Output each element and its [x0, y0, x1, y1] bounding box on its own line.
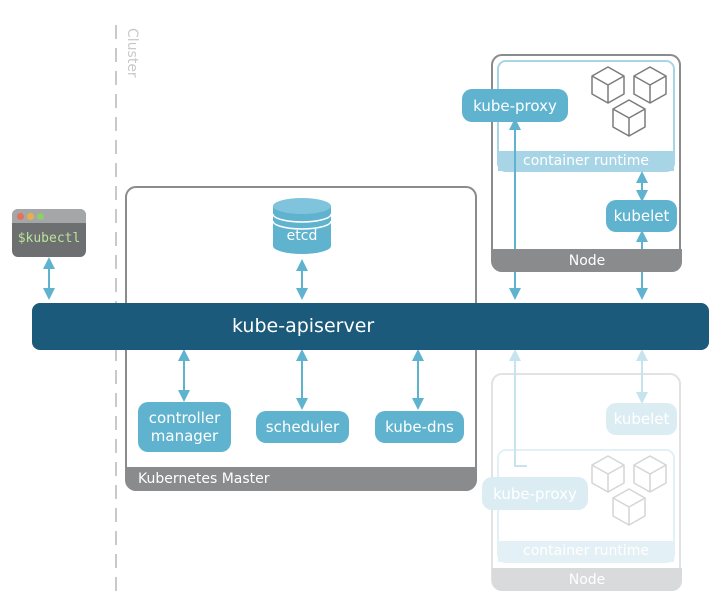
master-footer: Kubernetes Master: [126, 467, 476, 491]
node-2-cubes: [591, 455, 667, 526]
kube-apiserver-label: kube-apiserver: [232, 315, 375, 337]
maximize-dot-icon: [37, 212, 44, 220]
cluster-label: Cluster: [124, 28, 140, 78]
node-1-container-runtime-label: container runtime: [523, 153, 649, 169]
node-1-cubes: [591, 66, 667, 137]
node-2-footer: Node: [492, 568, 682, 591]
close-dot-icon: [17, 212, 24, 220]
node-1-runtime-band: [498, 151, 674, 171]
node-2-kubelet[interactable]: kubelet: [606, 403, 677, 435]
node-2-runtime-band: [498, 541, 674, 562]
arrow-node2-kubeproxy-apiserver: [509, 349, 527, 467]
kubectl-command: $kubectl: [17, 231, 81, 246]
controller-manager-component[interactable]: controller manager: [138, 402, 231, 452]
etcd-cylinder-icon: [272, 198, 332, 254]
etcd-label: etcd: [286, 228, 318, 244]
kubectl-terminal[interactable]: $kubectl: [12, 209, 86, 257]
node-2-container-runtime-label: container runtime: [523, 543, 649, 559]
kube-apiserver-bar[interactable]: kube-apiserver: [32, 303, 709, 350]
kubectl-titlebar: [12, 209, 86, 223]
master-footer-label: Kubernetes Master: [138, 471, 270, 487]
node-2-kube-proxy[interactable]: kube-proxy: [482, 477, 588, 510]
node-1-kube-proxy[interactable]: kube-proxy: [462, 89, 568, 122]
minimize-dot-icon: [27, 212, 34, 220]
kube-dns-component[interactable]: kube-dns: [375, 411, 464, 443]
node-1-footer: Node: [492, 249, 682, 272]
node-1-kubelet[interactable]: kubelet: [606, 200, 677, 232]
scheduler-component[interactable]: scheduler: [256, 411, 349, 443]
